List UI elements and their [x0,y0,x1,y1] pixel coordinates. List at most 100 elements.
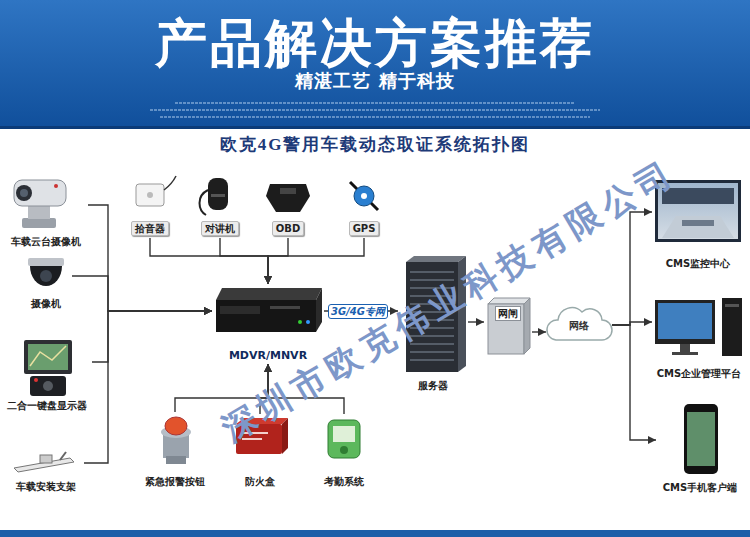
monitor-center-part [662,216,734,238]
sound-pickup-part [147,192,153,198]
mount-bracket [14,452,74,472]
ptz-camera [14,180,66,228]
ptz-camera-part [16,185,32,201]
keyboard-display [24,340,72,396]
device-node: OBD [262,176,314,238]
attendance-device-part [333,426,355,442]
device-label: OBD [272,221,304,236]
connector [468,321,484,322]
device-label: CMS手机客户端 [663,481,738,494]
ptz-camera-part [14,180,66,206]
connector [532,331,546,332]
connector [92,311,212,362]
ptz-camera-part [22,218,56,228]
keyboard-display-part [24,340,72,374]
dome-camera [28,258,64,286]
management-pc-part [672,352,698,355]
device-label: 摄像机 [31,297,61,310]
attendance-device-part [340,446,348,454]
banner-title: 产品解决方案推荐 [0,14,750,72]
connector [88,205,212,311]
attendance-device-part [328,420,360,458]
device-node: CMS手机客户端 [656,402,744,496]
monitor-center-part [655,180,741,242]
device-label: 网闸 [495,306,521,321]
banner-part [0,530,750,537]
sound-pickup-part [164,176,176,190]
mdvr-box-part [216,288,322,300]
mdvr-box [216,288,322,332]
device-node: 拾音器 [126,176,174,238]
gatekeeper-box-part [488,304,524,354]
keyboard-display-part [43,381,53,391]
connector [84,311,212,463]
gps-antenna [350,182,378,210]
connector [268,238,288,284]
attendance-device [328,420,360,458]
device-label: 紧急报警按钮 [145,475,205,488]
device-label: 车载安装支架 [16,480,76,493]
mobile-phone-part [687,412,715,466]
device-label: 网络 [569,319,589,332]
device-node: 网闸 [484,298,532,358]
mdvr-box-part [298,320,302,324]
gps-antenna-part [361,193,367,199]
radio-mic-part [208,178,228,210]
device-node: CMS企业管理平台 [652,296,746,382]
alarm-button-part [166,456,186,464]
device-label: CMS企业管理平台 [657,367,742,380]
keyboard-display-part [28,344,68,370]
diagram-title: 欧克4G警用车载动态取证系统拓扑图 [0,134,750,156]
mdvr-box-part [220,306,260,314]
banner-subtitle: 精湛工艺 精于科技 [0,70,750,92]
device-node: 车载安装支架 [8,450,84,495]
device-label: MDVR/MNVR [229,349,307,362]
fire-box-part [282,418,288,454]
alarm-button-part [165,417,187,435]
mdvr-box-part [306,320,310,324]
management-pc [655,298,742,356]
watermark: 深圳市欧克伟业科技有限公司 [214,161,665,449]
device-label: 考勤系统 [324,475,364,488]
banner-part [0,0,750,128]
monitor-center-part [682,220,714,226]
device-node: 考勤系统 [316,414,372,490]
mdvr-box-part [216,300,316,332]
device-label: 二合一键盘显示器 [7,399,87,412]
ptz-camera-part [20,189,28,197]
management-pc-part [680,344,690,352]
mdvr-box-part [270,306,300,309]
edge-label: 3G/4G专网 [328,304,388,319]
connector [150,238,268,284]
device-node: 防火盒 [230,414,290,490]
gatekeeper-box [488,298,530,354]
server-rack-part [406,256,466,262]
mount-bracket-part [60,452,66,460]
banner-part [0,126,750,129]
cloud [547,308,612,340]
obd-plug-part [266,184,310,212]
mount-bracket-part [40,455,52,463]
device-node: 紧急报警按钮 [140,412,210,490]
sound-pickup-part [136,184,164,206]
device-node: 服务器 [398,252,468,394]
device-node: 二合一键盘显示器 [2,336,92,414]
management-pc-part [655,300,715,344]
connector [268,238,364,284]
device-node: 网络 [546,306,612,344]
banner-part [150,109,600,111]
sound-pickup [136,176,176,206]
alarm-button [161,417,191,464]
device-label: 对讲机 [201,221,239,236]
device-label: 车载云台摄像机 [11,235,81,248]
ptz-camera-part [28,206,50,219]
dome-camera-part [28,258,64,266]
cloud-part [547,308,612,340]
monitor-center [655,180,741,242]
connector [612,325,656,440]
device-node: GPS [338,172,390,238]
device-node: CMS监控中心 [652,176,744,272]
dome-camera-part [40,270,52,282]
